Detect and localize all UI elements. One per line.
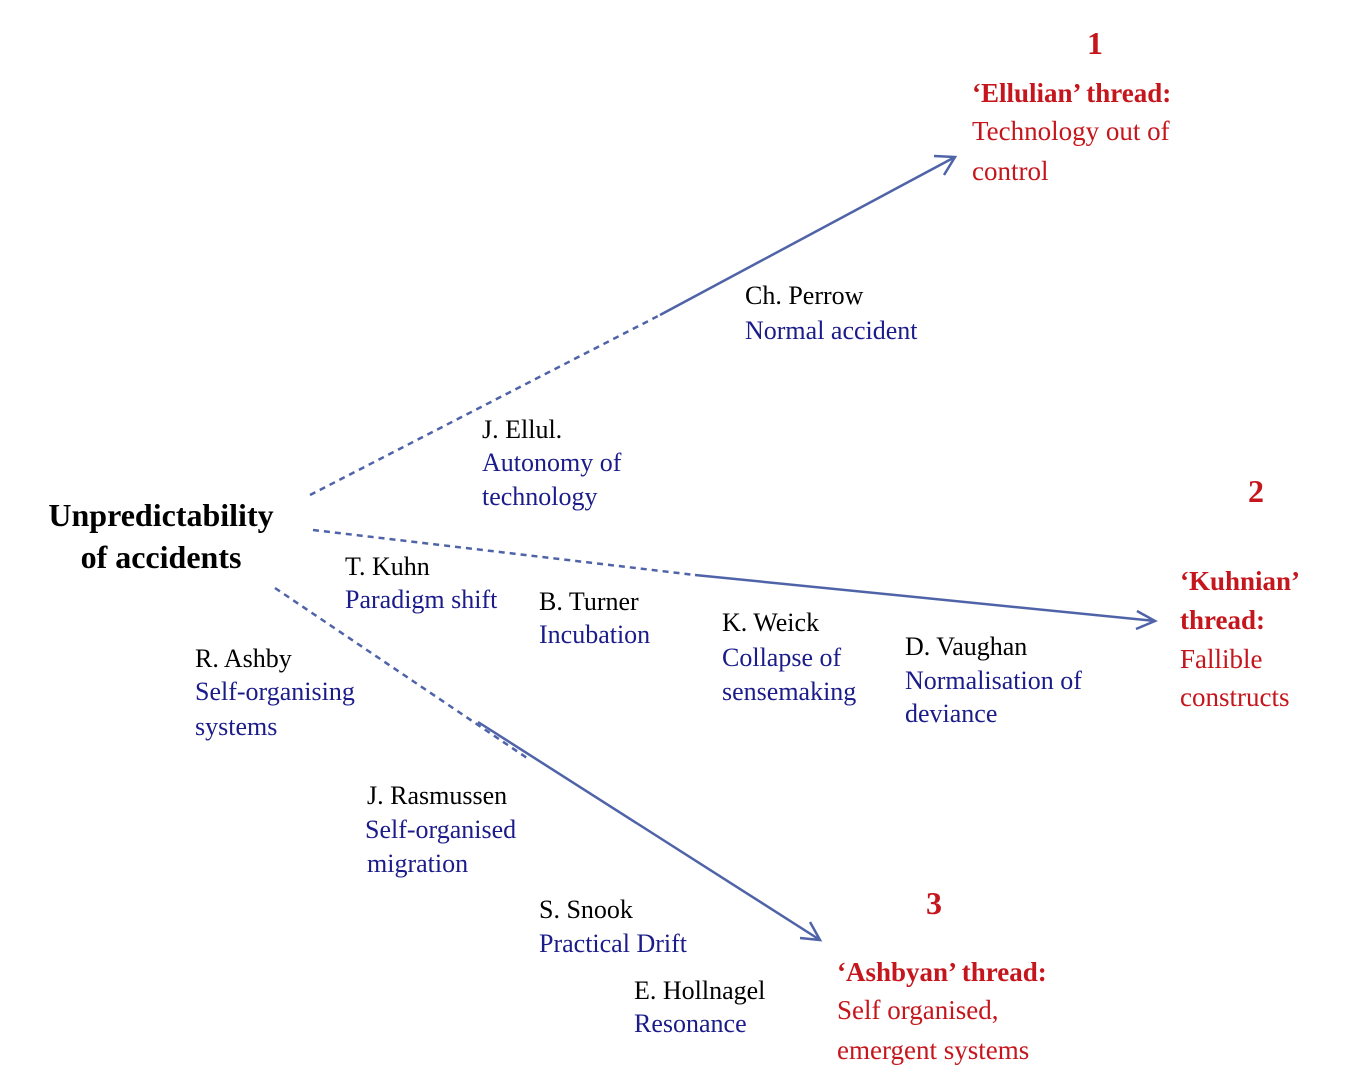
thread-1-desc-line-1: Technology out of [972, 116, 1170, 146]
arrow-2-solid [694, 573, 1156, 623]
hollnagel-author: E. Hollnagel [634, 976, 766, 1005]
ashby-concept-line-1: Self-organising [195, 677, 355, 706]
thread-1-title: ‘Ellulian’ thread: [972, 78, 1172, 108]
thread-3-title: ‘Ashbyan’ thread: [837, 957, 1047, 987]
vaughan-concept-line-2: deviance [905, 699, 998, 728]
thread-2-desc-line-2: constructs [1180, 682, 1290, 712]
kuhn-author: T. Kuhn [345, 552, 430, 581]
thread-3-number: 3 [926, 885, 942, 921]
snook-author: S. Snook [539, 895, 633, 924]
thread-2-title-line-1: ‘Kuhnian’ [1180, 566, 1301, 596]
thread-1-desc-line-2: control [972, 156, 1049, 186]
thread-2-number: 2 [1248, 473, 1264, 509]
thread-3-desc-line-2: emergent systems [837, 1035, 1030, 1065]
arrow-1-head [933, 154, 958, 176]
origin-label: Unpredictability of accidents [30, 494, 292, 578]
arrow-3-head [799, 921, 823, 942]
thread-1-number: 1 [1087, 25, 1103, 61]
ellul-concept-line-2: technology [482, 482, 598, 511]
rasmussen-concept-line-1: Self-organised [365, 815, 517, 844]
rasmussen-concept-line-2: migration [367, 849, 469, 878]
snook-concept: Practical Drift [539, 929, 687, 958]
ellul-author: J. Ellul. [482, 415, 563, 444]
arrow-3-dashed [274, 586, 531, 762]
vaughan-concept-line-1: Normalisation of [905, 666, 1082, 695]
vaughan-author: D. Vaughan [905, 632, 1028, 661]
arrow-1-solid [659, 155, 956, 317]
weick-concept-line-2: sensemaking [722, 677, 857, 706]
arrow-2-dashed [312, 528, 696, 577]
arrow-2-head [1135, 609, 1158, 631]
thread-2-desc-line-1: Fallible [1180, 644, 1263, 674]
ellul-concept-line-1: Autonomy of [482, 448, 622, 477]
kuhn-concept: Paradigm shift [345, 585, 498, 614]
thread-2-title-line-2: thread: [1180, 605, 1265, 635]
weick-author: K. Weick [722, 608, 820, 637]
ashby-concept-line-2: systems [195, 712, 278, 741]
weick-concept-line-1: Collapse of [722, 643, 842, 672]
origin-line-1: Unpredictability [48, 497, 274, 533]
turner-concept: Incubation [539, 620, 651, 649]
perrow-author: Ch. Perrow [745, 281, 864, 310]
ashby-author: R. Ashby [195, 644, 292, 673]
hollnagel-concept: Resonance [634, 1009, 747, 1038]
turner-author: B. Turner [539, 587, 639, 616]
thread-3-desc-line-1: Self organised, [837, 995, 999, 1025]
rasmussen-author: J. Rasmussen [367, 781, 508, 810]
perrow-concept: Normal accident [745, 316, 918, 345]
origin-line-2: of accidents [80, 539, 242, 575]
arrow-3-solid [477, 720, 821, 942]
